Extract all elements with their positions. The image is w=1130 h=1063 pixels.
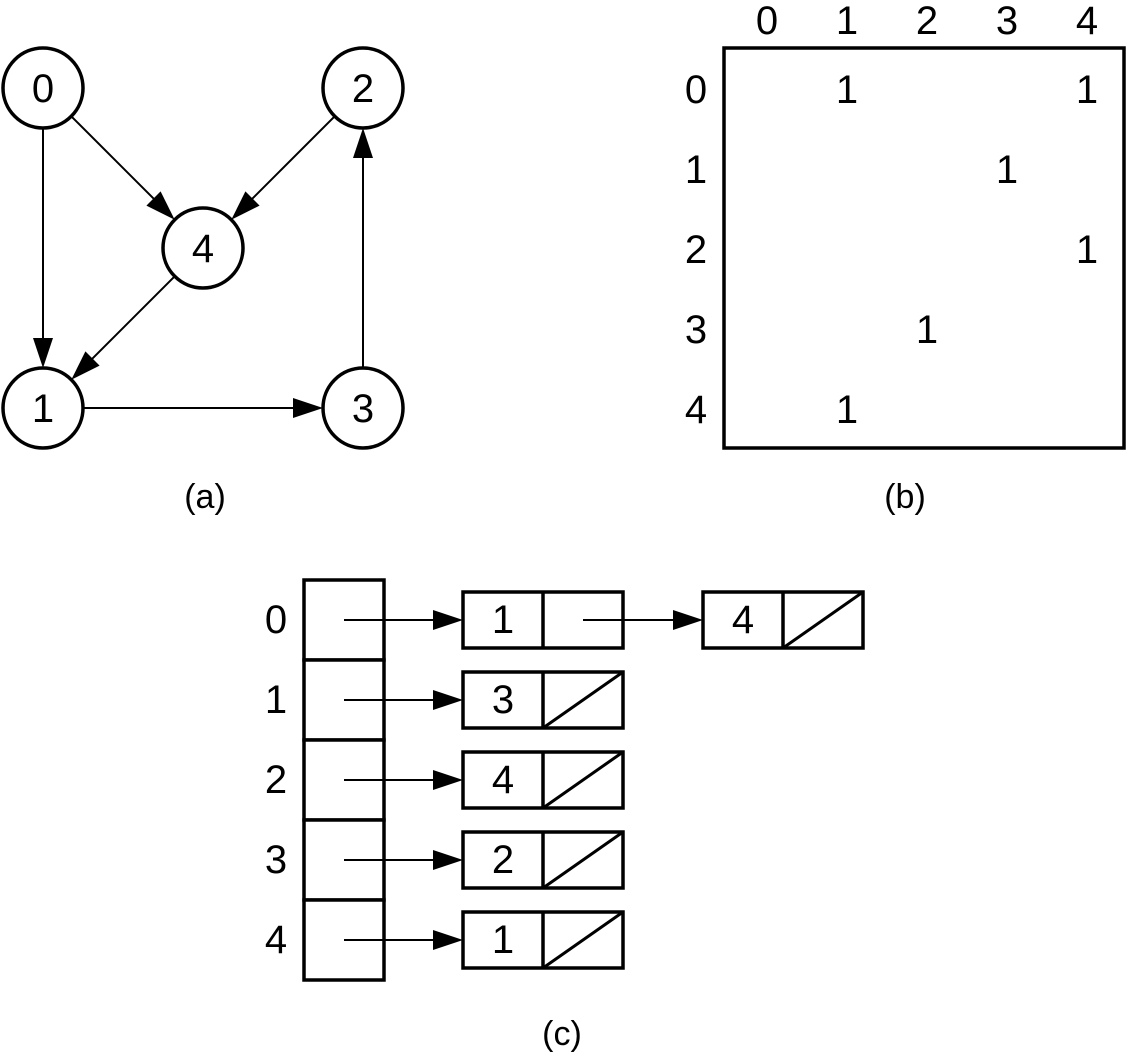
graph-node-0: 0: [1, 46, 85, 130]
caption-a: (a): [184, 478, 226, 516]
null-pointer-slash: [542, 830, 624, 890]
graph-node-2: 2: [321, 46, 405, 130]
matrix-border: [722, 46, 1126, 450]
graph-node-3: 3: [321, 366, 405, 450]
list-row-label: 1: [265, 678, 287, 722]
edge-2-to-4: [231, 115, 336, 220]
list-row-label: 0: [265, 598, 287, 642]
list-pointer-arrow-head: [433, 930, 463, 950]
list-node-value: 2: [492, 838, 514, 882]
matrix-cell: 1: [996, 148, 1018, 192]
list-pointer-arrow-head: [433, 770, 463, 790]
matrix-cell: 1: [836, 68, 858, 112]
matrix-col-header: 3: [996, 0, 1018, 43]
matrix-cell: 1: [1076, 228, 1098, 272]
node-circle: [321, 366, 405, 450]
directed-graph: 0 1 2 3 4: [1, 46, 405, 450]
caption-b: (b): [884, 478, 926, 516]
list-pointer-arrow: [583, 610, 703, 630]
list-node-value: 3: [492, 678, 514, 722]
null-pointer-slash: [542, 910, 624, 970]
node-label: 0: [32, 67, 54, 111]
edge-1-to-3-head: [293, 398, 323, 418]
list-row-label: 4: [265, 918, 287, 962]
list-pointer-arrow: [344, 770, 463, 790]
caption-c: (c): [542, 1015, 582, 1053]
list-pointer-arrow: [344, 930, 463, 950]
list-pointer-arrow: [344, 850, 463, 870]
list-row-label: 3: [265, 838, 287, 882]
list-pointer-arrow-head: [433, 690, 463, 710]
list-pointer-arrow: [344, 610, 463, 630]
graph-node-4: 4: [161, 206, 245, 290]
edge-0-to-1-head: [33, 338, 53, 368]
list-node-value: 4: [492, 758, 514, 802]
null-pointer-slash: [542, 750, 624, 810]
list-node: 4: [461, 750, 625, 810]
matrix-col-header: 0: [756, 0, 778, 43]
matrix-row-header: 3: [685, 308, 707, 352]
adjacency-list-row-0: 0 1 4: [265, 578, 865, 662]
list-pointer-arrow-head: [673, 610, 703, 630]
node-circle: [161, 206, 245, 290]
list-node: 3: [461, 670, 625, 730]
edge-4-to-1-head: [71, 351, 100, 380]
edge-1-to-3: [83, 398, 323, 418]
node-label: 3: [352, 387, 374, 431]
matrix-row-header: 2: [685, 228, 707, 272]
edge-3-to-2: [353, 128, 373, 368]
node-circle: [321, 46, 405, 130]
list-pointer-arrow-head: [433, 850, 463, 870]
list-node: 2: [461, 830, 625, 890]
edge-0-to-1: [33, 128, 53, 368]
edge-2-to-4-head: [231, 191, 260, 220]
matrix-row-header: 4: [685, 388, 707, 432]
node-circle: [1, 46, 85, 130]
edge-0-to-4-line: [70, 115, 158, 203]
node-label: 2: [352, 67, 374, 111]
matrix-col-header: 1: [836, 0, 858, 43]
matrix-cell: 1: [1076, 68, 1098, 112]
list-node: 4: [701, 590, 865, 650]
node-circle: [1, 366, 85, 450]
graph-node-1: 1: [1, 366, 85, 450]
list-pointer-arrow-head: [433, 610, 463, 630]
edge-0-to-4: [70, 115, 175, 220]
adjacency-matrix: 0 1 2 3 4 0 1 2 3 4 1 1 1 1 1 1: [685, 0, 1126, 450]
matrix-col-header: 2: [916, 0, 938, 43]
list-node-value: 1: [492, 918, 514, 962]
edge-4-to-1: [71, 275, 176, 380]
list-node: 1: [461, 910, 625, 970]
matrix-col-header: 4: [1076, 0, 1098, 43]
matrix-row-header: 1: [685, 148, 707, 192]
list-row-label: 2: [265, 758, 287, 802]
edge-4-to-1-line: [88, 275, 176, 363]
node-label: 1: [32, 387, 54, 431]
edge-3-to-2-head: [353, 128, 373, 158]
matrix-cell: 1: [916, 308, 938, 352]
edge-2-to-4-line: [248, 115, 336, 203]
matrix-cell: 1: [836, 388, 858, 432]
matrix-row-header: 0: [685, 68, 707, 112]
list-pointer-arrow: [344, 690, 463, 710]
edge-0-to-4-head: [146, 191, 175, 220]
list-node-value: 4: [732, 598, 754, 642]
null-pointer-slash: [542, 670, 624, 730]
list-node-value: 1: [492, 598, 514, 642]
node-label: 4: [192, 227, 214, 271]
null-pointer-slash: [782, 590, 864, 650]
